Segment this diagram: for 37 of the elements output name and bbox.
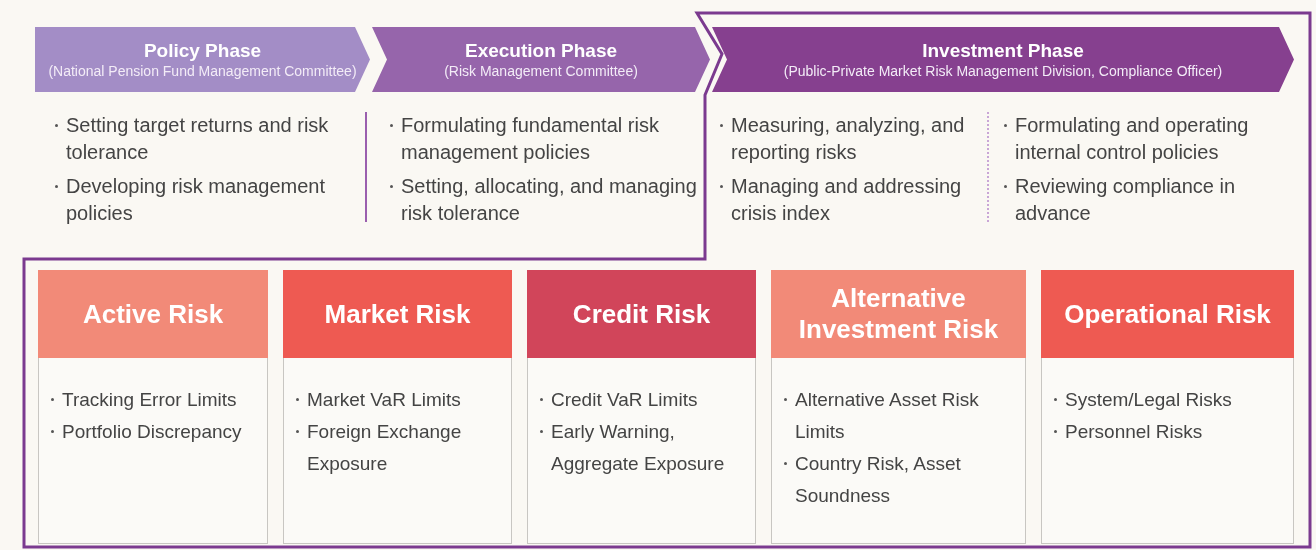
bullet-item: Developing risk management policies [55, 173, 355, 227]
bullet-item: Country Risk, Asset Soundness [784, 448, 1019, 512]
card-title: Credit Risk [571, 298, 712, 330]
bullet-item: Market VaR Limits [296, 384, 505, 416]
phase-title: Policy Phase [143, 38, 262, 62]
bullet-item: Alternative Asset Risk Limits [784, 384, 1019, 448]
bullet-item: Measuring, analyzing, and reporting risks [720, 112, 982, 166]
bullet-item: Tracking Error Limits [51, 384, 261, 416]
risk-card [38, 270, 268, 544]
phase-title: Investment Phase [922, 38, 1084, 62]
risk-card [771, 270, 1026, 544]
bullet-item: Portfolio Discrepancy [51, 416, 261, 448]
bullet-item: Early Warning, Aggregate Exposure [540, 416, 749, 480]
bullet-item: Foreign Exchange Exposure [296, 416, 505, 480]
risk-card [283, 270, 512, 544]
phase-banner [372, 27, 710, 92]
card-title: Operational Risk [1063, 298, 1272, 330]
phase-subtitle: (Risk Management Committee) [444, 61, 638, 81]
bullet-item: Setting target returns and risk tolerance [55, 112, 355, 166]
risk-card [1041, 270, 1294, 544]
risk-card [527, 270, 756, 544]
bullet-item: Reviewing compliance in advance [1004, 173, 1294, 227]
phase-banner [712, 27, 1294, 92]
bullet-item: Formulating fundamental risk management policies [390, 112, 710, 166]
phase-banner [35, 27, 370, 92]
card-title: Market Risk [323, 298, 472, 330]
bullet-item: Credit VaR Limits [540, 384, 749, 416]
phase-subtitle: (National Pension Fund Management Committee) [48, 61, 357, 81]
card-title: Active Risk [81, 298, 225, 330]
card-title: Alternative Investment Risk [797, 283, 1000, 345]
bullet-item: Formulating and operating internal control policies [1004, 112, 1294, 166]
phase-subtitle: (Public-Private Market Risk Management Division, Compliance Officer) [783, 61, 1223, 81]
phase-title: Execution Phase [464, 38, 618, 62]
bullet-item: Personnel Risks [1054, 416, 1287, 448]
bullet-item: Setting, allocating, and managing risk tolerance [390, 173, 710, 227]
bullet-item: System/Legal Risks [1054, 384, 1287, 416]
bullet-item: Managing and addressing crisis index [720, 173, 982, 227]
